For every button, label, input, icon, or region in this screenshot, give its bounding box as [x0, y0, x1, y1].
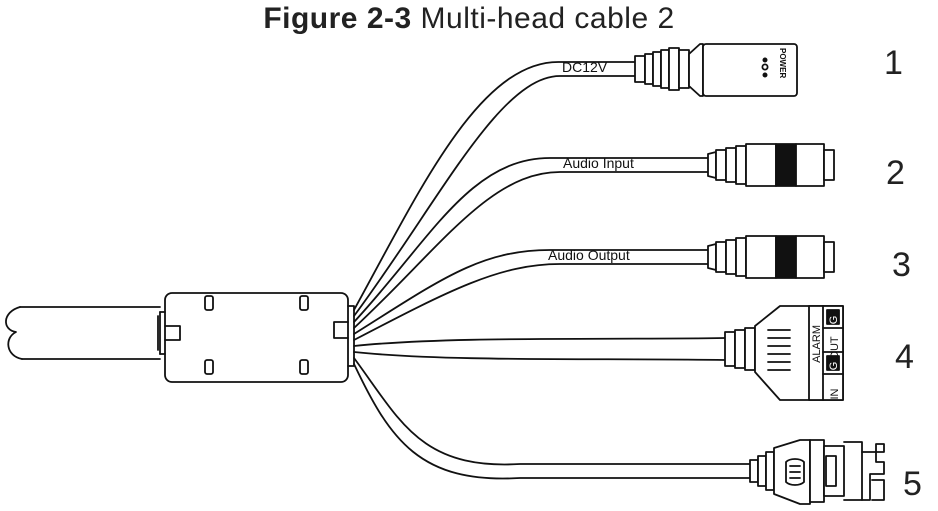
figure-caption: Multi-head cable 2: [420, 2, 675, 35]
main-cable: [5, 306, 161, 360]
alarm-marking: ALARM: [811, 325, 823, 363]
alarm-ground-marking-in: G: [828, 362, 840, 371]
figure-number: Figure 2-3: [263, 2, 412, 35]
branch-audio-output-wire: [353, 249, 709, 341]
label-audio-output: Audio Output: [548, 247, 630, 263]
callout-1: 1: [884, 44, 903, 82]
alarm-ground-marking-out: G: [828, 316, 840, 325]
alarm-out-marking: OUT: [829, 336, 841, 360]
junction-block: [159, 292, 355, 383]
label-audio-input: Audio Input: [563, 155, 634, 171]
figure-title: Figure 2-3 Multi-head cable 2: [0, 2, 938, 36]
branch-power-wire: [353, 61, 636, 317]
branch-alarm-wire: [353, 337, 726, 361]
power-marking: POWER: [778, 48, 787, 78]
branch-network-wire: [353, 357, 751, 480]
callout-2: 2: [886, 154, 905, 192]
dc-power-connector: [634, 43, 798, 97]
branch-audio-input-wire: [353, 157, 709, 329]
alarm-in-marking: IN: [829, 388, 841, 399]
callout-5: 5: [903, 465, 922, 503]
audio-output-connector: [707, 235, 835, 279]
label-dc12v: DC12V: [562, 59, 608, 75]
audio-input-connector: [707, 143, 835, 187]
callout-3: 3: [892, 246, 911, 284]
alarm-connector: [724, 305, 844, 401]
network-connector: [749, 439, 885, 505]
callout-4: 4: [895, 338, 914, 376]
